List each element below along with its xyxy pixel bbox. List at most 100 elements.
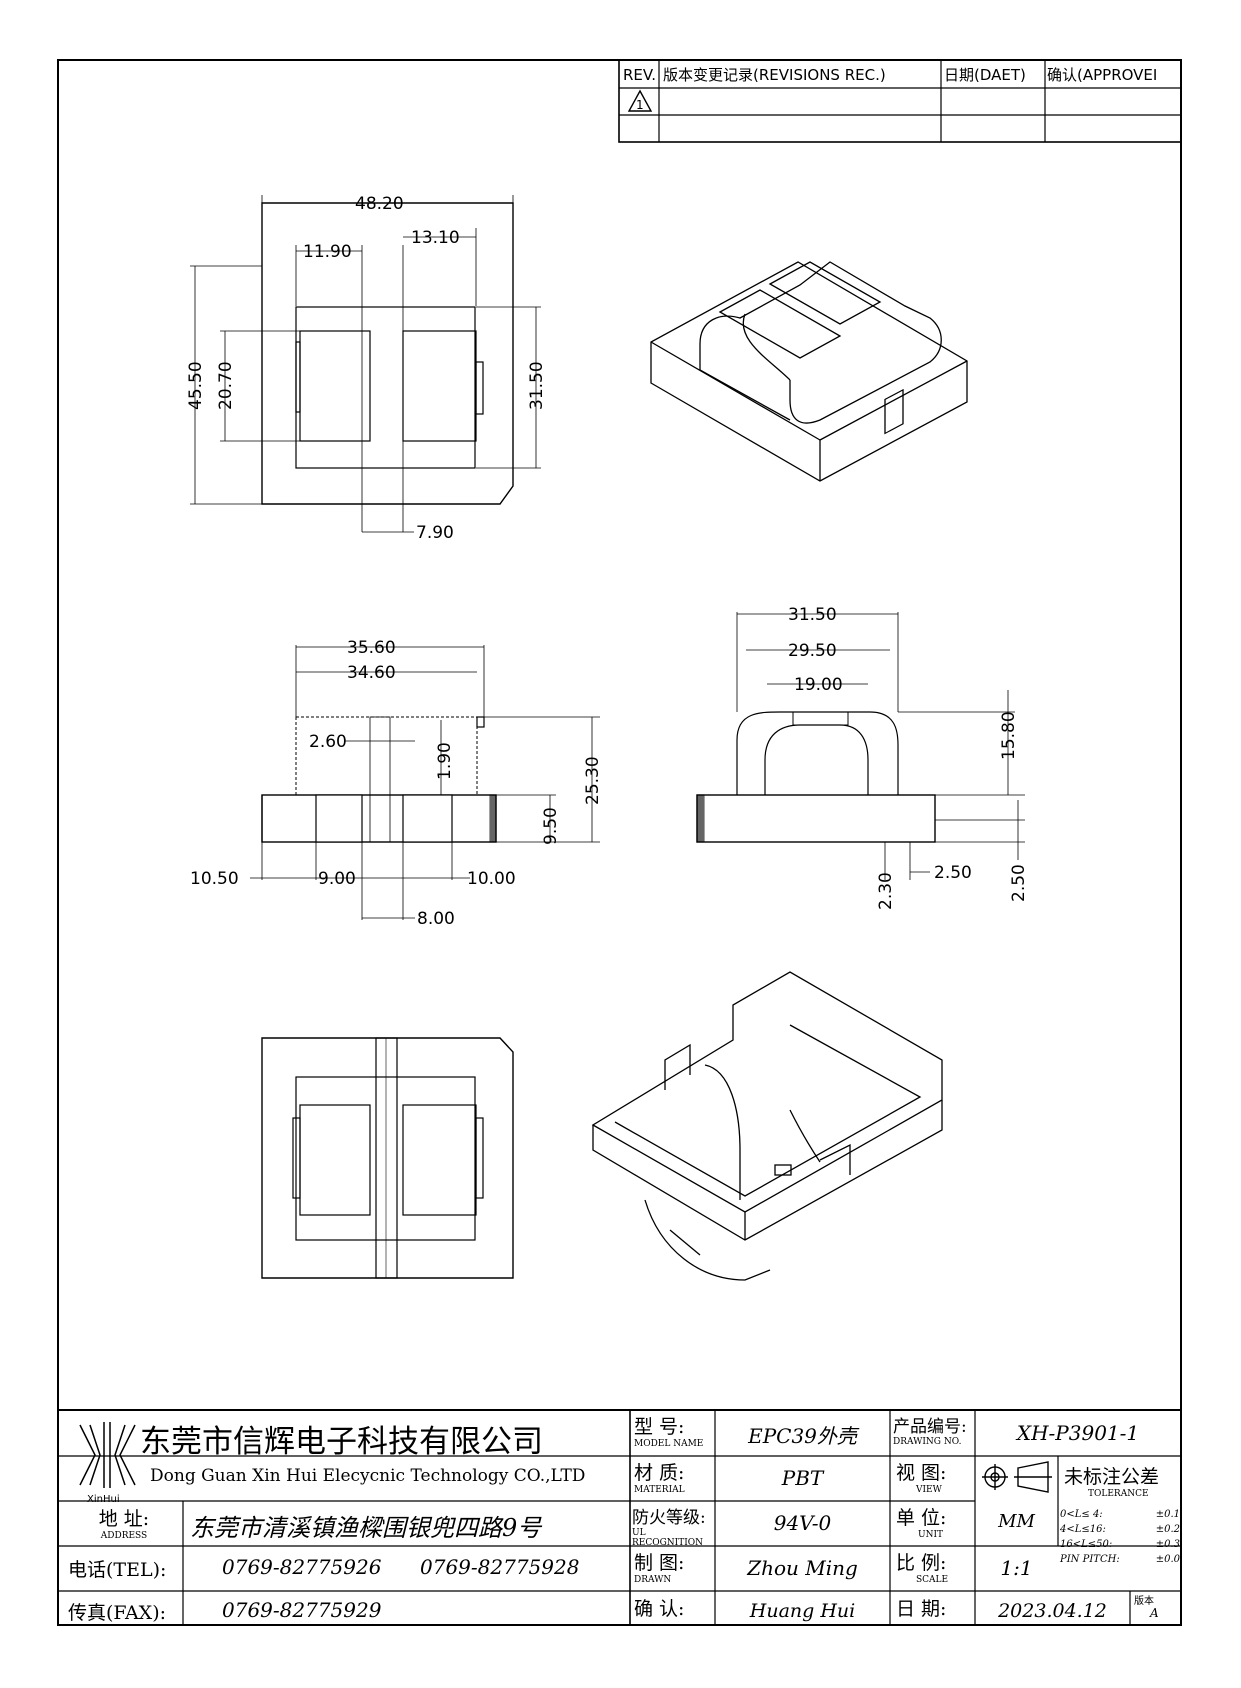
drawing-no-value: XH-P3901-1 (1016, 1421, 1140, 1445)
dim-arch-height: 15.80 (999, 711, 1019, 760)
unit-label: 单 位: UNIT (896, 1503, 974, 1540)
material-label-en: MATERIAL (634, 1485, 685, 1495)
model-label: 型 号: MODEL NAME (634, 1412, 712, 1449)
date-header: 日期(DAET) (944, 66, 1026, 84)
side-view: 31.50 29.50 19.00 15.80 2.30 2.50 2.50 (696, 605, 1029, 910)
address-label-en: ADDRESS (100, 1531, 148, 1541)
iso-view-bottom (591, 971, 943, 1281)
iso-view-top (650, 261, 968, 482)
dim-left-notch: 9.00 (318, 869, 356, 889)
model-value: EPC39外壳 (748, 1424, 857, 1448)
tolerance-subtitle: TOLERANCE (1088, 1489, 1149, 1499)
tolerance-range: 16<L≤50: (1060, 1539, 1113, 1550)
dim-outer-width: 35.60 (347, 638, 396, 658)
scale-value: 1:1 (1000, 1556, 1033, 1580)
dim-slot-width: 2.60 (309, 732, 347, 752)
confirm-label: 确 认: (634, 1598, 685, 1620)
revisions-header: 版本变更记录(REVISIONS REC.) (663, 66, 886, 84)
dim-center-pitch: 8.00 (417, 909, 455, 929)
dim-step-left: 2.30 (876, 872, 896, 910)
dim-inner-width: 34.60 (347, 663, 396, 683)
dim-center-gap: 7.90 (416, 523, 454, 543)
scale-label: 比 例: SCALE (896, 1548, 974, 1585)
fax-label: 传真(FAX): (68, 1602, 167, 1624)
title-block: XinHui (57, 1409, 1182, 1626)
drawing-no-label: 产品编号: DRAWING NO. (893, 1412, 973, 1447)
dim-front-overall-height: 25.30 (583, 756, 603, 805)
tolerance-row: PIN PITCH: ±0.0 (1060, 1552, 1180, 1567)
logo-text: XinHui (87, 1494, 120, 1505)
top-view: 48.20 11.90 13.10 7.90 45.50 20.70 31.50 (186, 194, 547, 543)
dim-overall-height: 45.50 (186, 361, 206, 410)
model-label-cn: 型 号: (634, 1416, 685, 1438)
model-label-en: MODEL NAME (634, 1439, 704, 1449)
dim-slot-depth: 1.90 (435, 742, 455, 780)
tolerance-range: 4<L≤16: (1060, 1524, 1106, 1535)
dim-window-height: 20.70 (216, 361, 236, 410)
bottom-view (261, 1037, 514, 1279)
unit-value: MM (998, 1511, 1035, 1532)
tolerance-range: PIN PITCH: (1060, 1554, 1120, 1565)
date-label: 日 期: (896, 1598, 947, 1620)
front-view: 35.60 34.60 2.60 1.90 25.30 9.50 10.50 9… (190, 638, 603, 929)
dim-base-height: 9.50 (541, 807, 561, 845)
tel-2: 0769-82775928 (420, 1555, 580, 1579)
drawn-label-en: DRAWN (634, 1575, 672, 1585)
dim-overall-width: 48.20 (355, 194, 404, 214)
dim-right-notch: 10.00 (467, 869, 516, 889)
revision-triangle-icon: 1 (627, 89, 653, 112)
address-label-cn: 地 址: (98, 1508, 150, 1530)
scale-label-en: SCALE (916, 1575, 949, 1585)
projection-symbol-icon (982, 1461, 1052, 1493)
tolerance-value: ±0.2 (1155, 1524, 1180, 1535)
revision-table: REV. 版本变更记录(REVISIONS REC.) 日期(DAET) 确认(… (618, 59, 1182, 143)
dim-side-outer-width: 31.50 (788, 605, 837, 625)
dim-inner-height: 31.50 (527, 361, 547, 410)
tolerance-table: 0<L≤ 4: ±0.1 4<L≤16: ±0.2 16<L≤50: ±0.3 … (1060, 1507, 1180, 1567)
tolerance-range: 0<L≤ 4: (1060, 1509, 1103, 1520)
dim-left-window: 11.90 (303, 242, 352, 262)
view-label-en: VIEW (916, 1485, 942, 1495)
tolerance-value: ±0.0 (1155, 1554, 1180, 1565)
fire-value: 94V-0 (773, 1511, 832, 1535)
address-label: 地 址: ADDRESS (70, 1504, 178, 1541)
tolerance-row: 16<L≤50: ±0.3 (1060, 1537, 1180, 1552)
material-label-cn: 材 质: (634, 1462, 685, 1484)
tolerance-row: 0<L≤ 4: ±0.1 (1060, 1507, 1180, 1522)
scale-label-cn: 比 例: (896, 1552, 947, 1574)
tel-label: 电话(TEL): (68, 1559, 167, 1581)
view-label-cn: 视 图: (896, 1462, 947, 1484)
fire-label: 防火等级: UL RECOGNITION (632, 1503, 714, 1548)
tolerance-title: 未标注公差 (1064, 1466, 1160, 1488)
approve-header: 确认(APPROVEI (1047, 66, 1157, 84)
rev-number: 1 (636, 98, 644, 112)
view-label: 视 图: VIEW (896, 1458, 974, 1495)
company-name-cn: 东莞市信辉电子科技有限公司 (140, 1424, 543, 1460)
company-name-en: Dong Guan Xin Hui Elecycnic Technology C… (150, 1466, 586, 1486)
tel-1: 0769-82775926 (222, 1555, 382, 1579)
dim-step-mid: 2.50 (934, 863, 972, 883)
dim-right-window: 13.10 (411, 228, 460, 248)
drawn-value: Zhou Ming (747, 1556, 858, 1580)
drawing-no-label-en: DRAWING NO. (893, 1437, 962, 1447)
unit-label-en: UNIT (918, 1530, 944, 1540)
sheet-border (57, 59, 1182, 1626)
tolerance-row: 4<L≤16: ±0.2 (1060, 1522, 1180, 1537)
version-value: A (1150, 1606, 1159, 1620)
fire-label-cn: 防火等级: (632, 1508, 706, 1528)
dim-left-offset: 10.50 (190, 869, 239, 889)
material-label: 材 质: MATERIAL (634, 1458, 712, 1495)
tolerance-value: ±0.1 (1155, 1509, 1180, 1520)
confirm-value: Huang Hui (749, 1600, 856, 1622)
tolerance-value: ±0.3 (1155, 1539, 1180, 1550)
dim-side-inner-width: 29.50 (788, 641, 837, 661)
material-value: PBT (781, 1466, 824, 1490)
dim-step-right: 2.50 (1009, 864, 1029, 902)
drawn-label-cn: 制 图: (634, 1552, 685, 1574)
address-value: 东莞市清溪镇渔樑围银兜四路9号 (190, 1514, 542, 1542)
dim-arch-width: 19.00 (794, 675, 843, 695)
fire-label-en: UL RECOGNITION (632, 1528, 704, 1548)
version-label: 版本 (1134, 1596, 1154, 1607)
